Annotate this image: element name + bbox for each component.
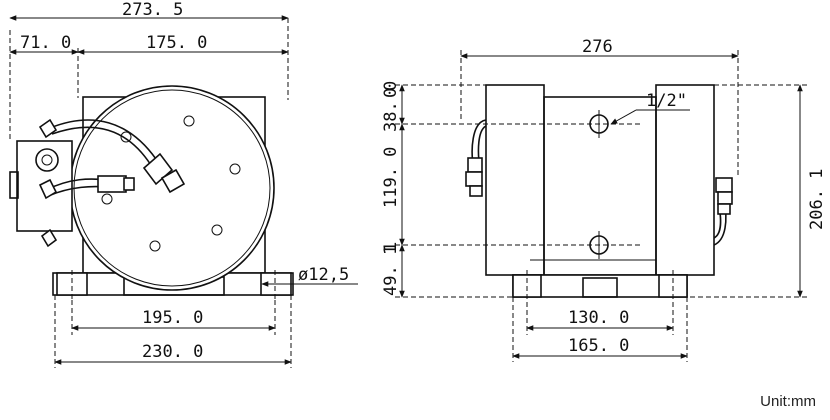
dim-side-overall-width: 276 [582, 37, 613, 57]
dim-front-mount-spacing: 195. 0 [142, 308, 203, 328]
dim-side-base-width: 165. 0 [568, 336, 629, 356]
dim-front-right-span: 175. 0 [146, 33, 207, 53]
side-view [395, 50, 808, 362]
dim-vertical-119: 119. 0 [381, 147, 401, 208]
dim-vertical-38: 38. 0 [381, 81, 401, 132]
bolt-hole-5 [101, 193, 113, 205]
dim-front-overall-width: 273. 5 [122, 0, 183, 20]
dim-port-size: 1/2" [646, 91, 687, 111]
dim-vertical-0: 0 [381, 88, 401, 98]
side-body-left [485, 84, 545, 276]
side-body-right [655, 84, 715, 276]
dim-mount-hole-dia: ø12,5 [298, 265, 349, 285]
valve-port [35, 148, 59, 172]
dim-vertical-49: 49. 1 [381, 245, 401, 296]
dim-side-height: 206. 1 [807, 169, 827, 230]
front-foot-left [56, 272, 88, 296]
bolt-hole-4 [149, 240, 161, 252]
bolt-hole-3 [211, 224, 223, 236]
bolt-hole-6 [120, 131, 132, 143]
dim-front-left-offset: 71. 0 [20, 33, 71, 53]
dim-front-base-width: 230. 0 [142, 342, 203, 362]
unit-label: Unit:mm [760, 393, 816, 410]
dim-side-mount-spacing: 130. 0 [568, 308, 629, 328]
bolt-hole-1 [183, 115, 195, 127]
bolt-hole-2 [229, 163, 241, 175]
pipe-upper [49, 119, 161, 166]
front-view [9, 15, 358, 368]
dim-vertical-1: 1 [381, 242, 401, 252]
